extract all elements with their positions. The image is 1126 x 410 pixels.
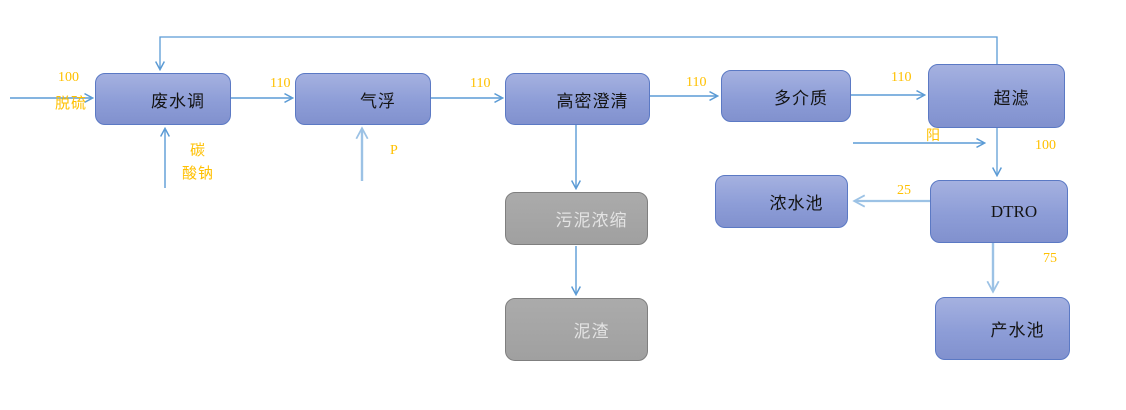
node-sludge-thickening: 污泥浓缩 — [505, 192, 648, 245]
node-multimedia-filter: 多介质 — [721, 70, 851, 122]
node-product-pool: 产水池 — [935, 297, 1070, 360]
label-rate-flotation-to-clarifier: 110 — [470, 76, 491, 91]
node-wastewater-adjust: 废水调 — [95, 73, 231, 125]
label-yang-dose: 阳 — [926, 129, 941, 144]
node-high-density-clarifier: 高密澄清 — [505, 73, 650, 125]
label-inflow-rate: 100 — [58, 70, 79, 85]
label-p-dose: P — [390, 143, 398, 158]
node-ultrafiltration: 超滤 — [928, 64, 1065, 128]
label-soda-ash-dose: 碳 酸钠 — [181, 143, 214, 182]
node-sludge-residue: 泥渣 — [505, 298, 648, 361]
label-rate-uf-to-dtro: 100 — [1035, 138, 1056, 153]
node-air-flotation: 气浮 — [295, 73, 431, 125]
label-rate-dtro-to-concentrate: 25 — [897, 183, 911, 198]
label-inflow-desulfurization: 脱硫 — [55, 96, 88, 112]
node-dtro: DTRO — [930, 180, 1068, 243]
label-rate-ww-to-flotation: 110 — [270, 76, 291, 91]
label-rate-dtro-to-product: 75 — [1043, 251, 1057, 266]
node-concentrate-pool: 浓水池 — [715, 175, 848, 228]
edge-uf-recycle-to-wastewater — [160, 36, 998, 69]
label-rate-clarifier-to-multimedia: 110 — [686, 75, 707, 90]
label-rate-multimedia-to-uf: 110 — [891, 70, 912, 85]
